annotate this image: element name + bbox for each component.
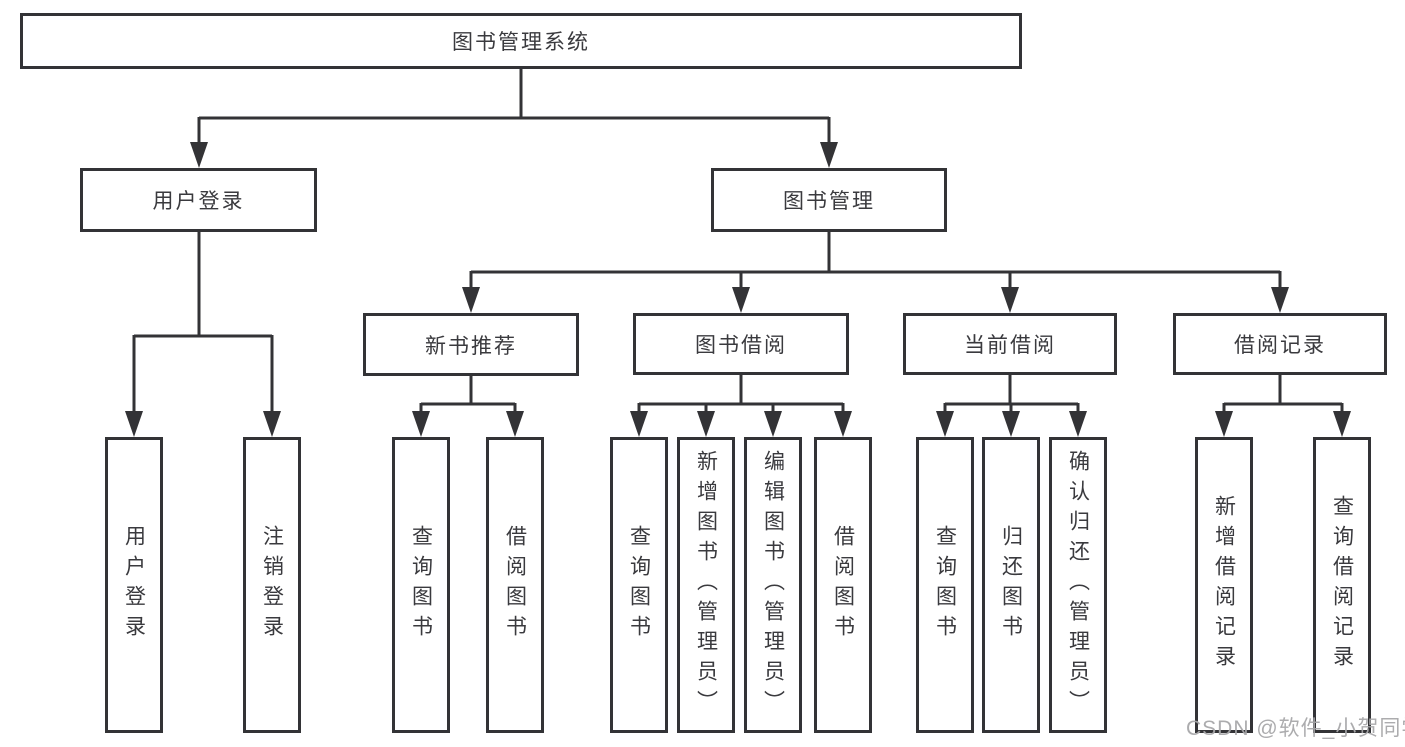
leaf-query-books-recommend: 查询图书 <box>392 437 450 733</box>
leaf-confirm-return-admin: 确认归还（管理员） <box>1049 437 1107 733</box>
node-borrowing-records: 借阅记录 <box>1173 313 1387 375</box>
leaf-edit-books-admin: 编辑图书（管理员） <box>744 437 802 733</box>
leaf-return-books: 归还图书 <box>982 437 1040 733</box>
leaf-query-books-current: 查询图书 <box>916 437 974 733</box>
node-new-book-recommendation: 新书推荐 <box>363 313 579 376</box>
node-book-borrowing: 图书借阅 <box>633 313 849 375</box>
leaf-add-books-admin: 新增图书（管理员） <box>677 437 735 733</box>
leaf-query-borrow-record: 查询借阅记录 <box>1313 437 1371 733</box>
leaf-borrow-books: 借阅图书 <box>814 437 872 733</box>
leaf-query-books-borrowing: 查询图书 <box>610 437 668 733</box>
node-current-borrowing: 当前借阅 <box>903 313 1117 375</box>
node-user-login: 用户登录 <box>80 168 317 232</box>
node-book-management: 图书管理 <box>711 168 947 232</box>
leaf-borrow-books-recommend: 借阅图书 <box>486 437 544 733</box>
leaf-logout: 注销登录 <box>243 437 301 733</box>
leaf-add-borrow-record: 新增借阅记录 <box>1195 437 1253 733</box>
leaf-user-login: 用户登录 <box>105 437 163 733</box>
node-root-library-management-system: 图书管理系统 <box>20 13 1022 69</box>
csdn-watermark: CSDN @软件_小贺同学 <box>1186 717 1405 740</box>
